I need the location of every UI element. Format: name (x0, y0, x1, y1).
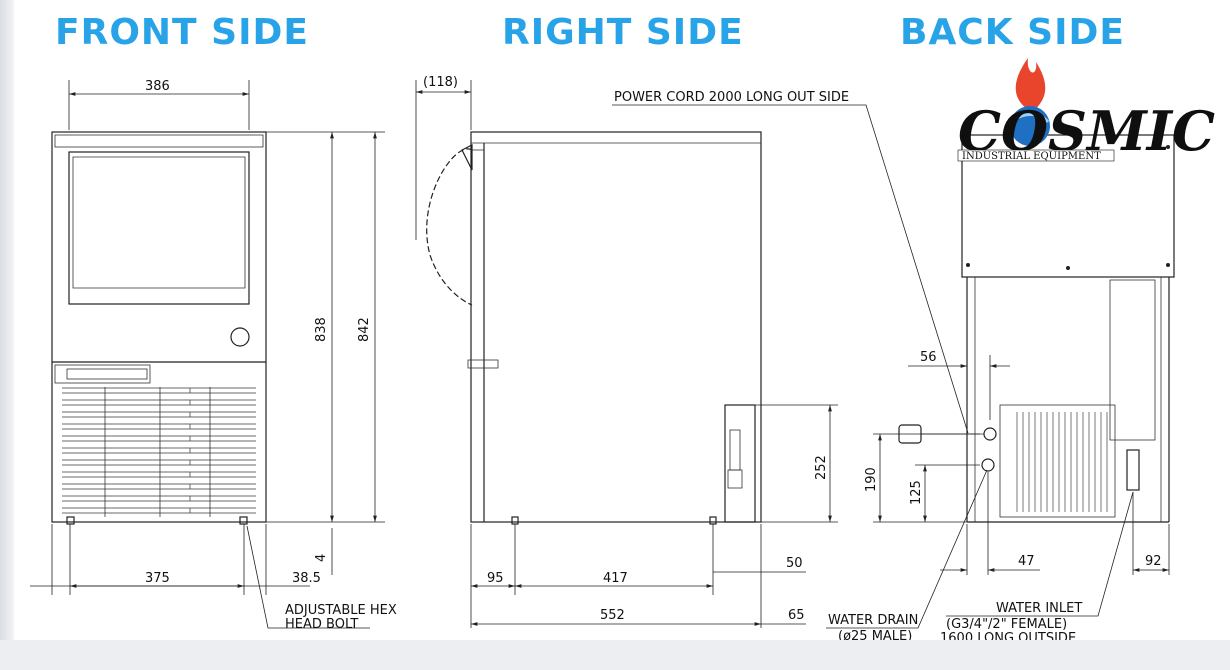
front-power-button (230, 327, 250, 347)
bottom-edge-strip (0, 640, 1230, 670)
bolt-label-line2: HEAD BOLT (285, 617, 358, 632)
right-rear-offset: 65 (788, 608, 805, 623)
front-side-title: FRONT SIDE (55, 12, 309, 53)
rear-connection-box (724, 404, 756, 523)
front-door-panel (68, 151, 250, 305)
back-height-190: 190 (864, 467, 879, 492)
right-foot-spacing: 417 (603, 571, 628, 586)
cosmic-logo: COSMIC INDUSTRIAL EQUIPMENT (957, 58, 1215, 163)
back-height-125: 125 (909, 480, 924, 505)
door-swing-arc (426, 148, 473, 306)
right-side-title: RIGHT SIDE (502, 12, 744, 53)
water-drain-port (981, 458, 995, 472)
right-foot-front: 95 (487, 571, 504, 586)
right-view: (118) 252 95 417 50 552 65 POWER CORD 20… (415, 75, 969, 628)
water-inlet-pipe (1126, 449, 1140, 491)
front-view: 386 838 842 4 375 38.5 ADJUSTABLE HEX HE… (30, 79, 397, 632)
right-foot-rear: 50 (786, 556, 803, 571)
inlet-label-line3: 1600 LONG OUTSIDE (940, 631, 1076, 640)
technical-drawing: 386 838 842 4 375 38.5 ADJUSTABLE HEX HE… (30, 58, 1215, 640)
back-offset-92: 92 (1145, 554, 1162, 569)
bolt-label-line1: ADJUSTABLE HEX (285, 603, 397, 618)
front-foot-edge: 38.5 (292, 571, 321, 586)
logo-tagline: INDUSTRIAL EQUIPMENT (962, 151, 1101, 162)
front-height-842: 842 (357, 317, 372, 342)
front-foot-left (66, 516, 75, 525)
drain-label-line1: WATER DRAIN (828, 613, 918, 628)
back-view: 56 190 125 47 92 WATER DRAIN (ø25 MALE) … (826, 134, 1175, 640)
back-condenser (1012, 412, 1110, 512)
back-side-title: BACK SIDE (900, 12, 1125, 53)
front-width-label: 386 (145, 79, 170, 94)
right-depth-total: 552 (600, 608, 625, 623)
power-cord-outlet (983, 427, 997, 441)
front-foot-offset: 4 (314, 554, 329, 562)
drain-label-line2: (ø25 MALE) (838, 629, 912, 640)
right-inlet-height: 252 (814, 455, 829, 480)
inlet-label-line2: (G3/4"/2" FEMALE) (946, 617, 1067, 632)
front-foot-spacing: 375 (145, 571, 170, 586)
front-grille (62, 387, 256, 517)
flame-icon (1015, 58, 1046, 112)
power-cord-label: POWER CORD 2000 LONG OUT SIDE (614, 90, 849, 105)
left-edge-strip (0, 0, 14, 670)
inlet-label-line1: WATER INLET (996, 601, 1082, 616)
front-foot-right (239, 516, 248, 525)
door-swing-label: (118) (423, 75, 458, 90)
back-offset-47: 47 (1018, 554, 1035, 569)
back-offset-56: 56 (920, 350, 937, 365)
front-height-838: 838 (314, 317, 329, 342)
